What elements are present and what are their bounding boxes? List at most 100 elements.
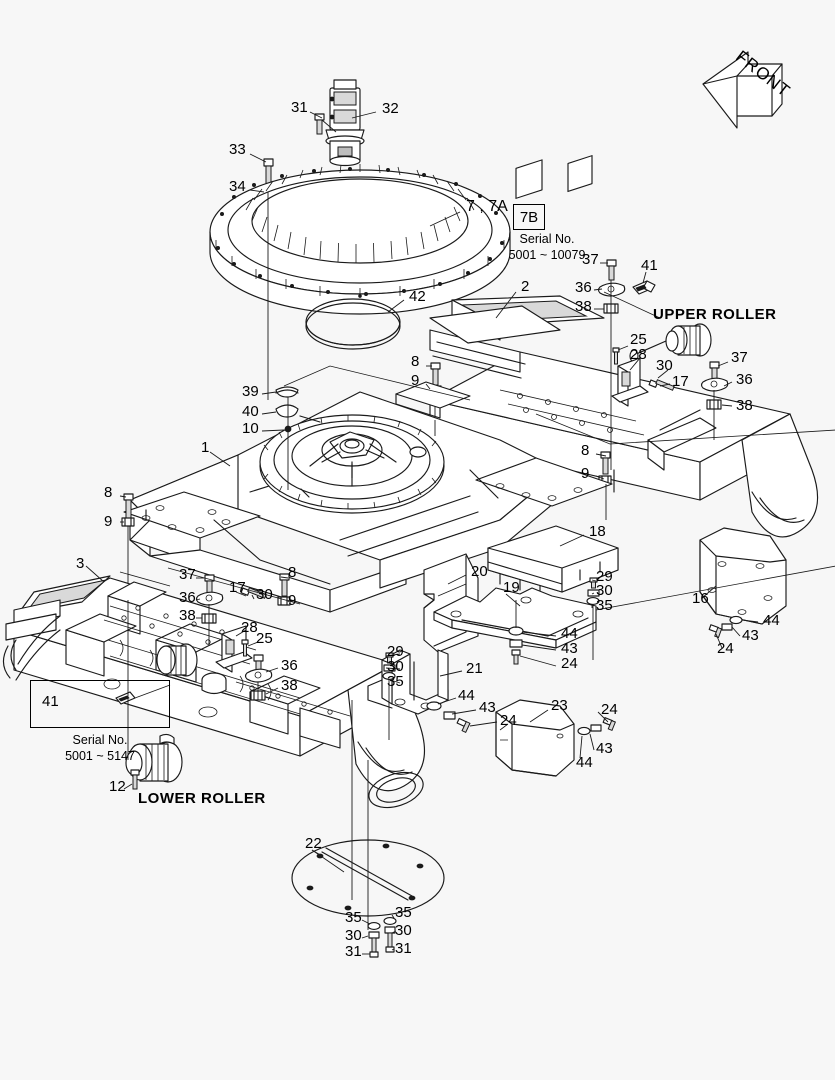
callout-38b: 38 <box>736 397 753 414</box>
hardware-stack-upper-left <box>597 259 626 420</box>
upper-roller-bracket <box>611 357 649 407</box>
callout-30a: 30 <box>656 357 673 374</box>
bracket-19 <box>433 587 597 649</box>
callout-17b: 17 <box>229 579 246 596</box>
callout-31b: 31 <box>345 943 362 960</box>
lower-roller-assembly <box>156 643 227 695</box>
callout-30d: 30 <box>387 658 404 675</box>
bolt-25-right <box>612 347 620 365</box>
hardware-stack-upper-right <box>700 361 729 410</box>
cover-23 <box>495 699 575 777</box>
callout-34: 34 <box>229 178 246 195</box>
callout-30b: 30 <box>256 586 273 603</box>
callout-8b: 8 <box>581 442 590 459</box>
callout-28a: 28 <box>630 346 647 363</box>
callout-24a: 24 <box>561 655 578 672</box>
serial-note-fitting: Serial No. 5001 ~ 5147 <box>30 733 170 764</box>
callout-21: 21 <box>466 660 483 677</box>
callout-37a: 37 <box>582 251 599 268</box>
callout-36d: 36 <box>281 657 298 674</box>
callout-9c: 9 <box>104 513 113 530</box>
callout-35b: 35 <box>387 673 404 690</box>
callout-43d: 43 <box>596 740 613 757</box>
swing-bearing-ring <box>209 164 511 315</box>
callout-31a: 31 <box>291 99 308 116</box>
callout-40: 40 <box>242 403 259 420</box>
callout-44b: 44 <box>763 612 780 629</box>
callout-38c: 38 <box>179 607 196 624</box>
variant-box-41: 41 <box>42 693 59 710</box>
callout-29a: 29 <box>596 568 613 585</box>
callout-36b: 36 <box>736 371 753 388</box>
callout-37c: 37 <box>179 566 196 583</box>
grease-fitting-41-alt <box>115 684 171 705</box>
hardware-35-30-31-left <box>367 922 381 958</box>
callout-32: 32 <box>382 100 399 117</box>
upper-roller-assembly <box>629 323 712 363</box>
callout-41a: 41 <box>641 257 658 274</box>
cover-18 <box>487 525 619 597</box>
callout-10: 10 <box>242 420 259 437</box>
callout-25b: 25 <box>256 630 273 647</box>
cover-16 <box>699 527 787 625</box>
caption-upper-roller: UPPER ROLLER <box>653 306 777 323</box>
hardware-35-30-31-right <box>383 917 397 953</box>
callout-42: 42 <box>409 288 426 305</box>
callout-43b: 43 <box>742 627 759 644</box>
hardware-stack-lower-left <box>195 574 224 624</box>
callout-9a: 9 <box>411 372 420 389</box>
callout-19: 19 <box>503 579 520 596</box>
callout-9b: 9 <box>581 465 590 482</box>
serial-note-fitting-line1: Serial No. <box>72 733 128 747</box>
callout-3: 3 <box>76 555 85 572</box>
callout-2: 2 <box>521 278 530 295</box>
callout-8c: 8 <box>104 484 113 501</box>
serial-note-bearing: Serial No. 5001 ~ 10079 <box>487 232 607 263</box>
callout-44c: 44 <box>458 687 475 704</box>
callout-22: 22 <box>305 835 322 852</box>
callout-30f: 30 <box>395 922 412 939</box>
callout-24d: 24 <box>601 701 618 718</box>
callout-33: 33 <box>229 141 246 158</box>
lower-roller-bottom <box>125 733 183 783</box>
serial-note-fitting-line2: 5001 ~ 5147 <box>65 748 135 763</box>
callout-31c: 31 <box>395 940 412 957</box>
hardware-44-43-24-left <box>426 701 471 734</box>
grease-fitting-41 <box>632 280 656 295</box>
callout-38d: 38 <box>281 677 298 694</box>
seal-parts-39-40-10 <box>275 386 299 490</box>
callout-37b: 37 <box>731 349 748 366</box>
callout-23: 23 <box>551 697 568 714</box>
callout-35d: 35 <box>395 904 412 921</box>
callout-30e: 30 <box>345 927 362 944</box>
callout-38a: 38 <box>575 298 592 315</box>
reference-guides <box>119 291 835 611</box>
callout-36a: 36 <box>575 279 592 296</box>
callout-16: 16 <box>692 590 709 607</box>
callout-35a: 35 <box>596 597 613 614</box>
callout-44a: 44 <box>561 625 578 642</box>
bolt-25-left <box>241 639 249 657</box>
callout-8d: 8 <box>288 564 297 581</box>
callout-9d: 9 <box>288 592 297 609</box>
turntable-swing-circle <box>259 414 445 514</box>
variant-box-7b: 7B <box>513 204 545 230</box>
callout-30c: 30 <box>596 582 613 599</box>
o-ring-42 <box>305 298 401 350</box>
leader-lines <box>85 111 759 955</box>
callout-36c: 36 <box>179 589 196 606</box>
callout-12: 12 <box>109 778 126 795</box>
caption-lower-roller: LOWER ROLLER <box>138 790 266 807</box>
callout-17a: 17 <box>672 373 689 390</box>
callout-18: 18 <box>589 523 606 540</box>
serial-note-bearing-line1: Serial No. <box>519 232 575 246</box>
callout-1: 1 <box>201 439 210 456</box>
upper-track-frame-2 <box>429 155 819 538</box>
front-arrow-icon <box>702 51 783 129</box>
callout-39: 39 <box>242 383 259 400</box>
callout-35c: 35 <box>345 909 362 926</box>
callout-43a: 43 <box>561 640 578 657</box>
hardware-24-43-44-cover16 <box>708 615 743 639</box>
lower-roller-bracket <box>215 625 253 673</box>
